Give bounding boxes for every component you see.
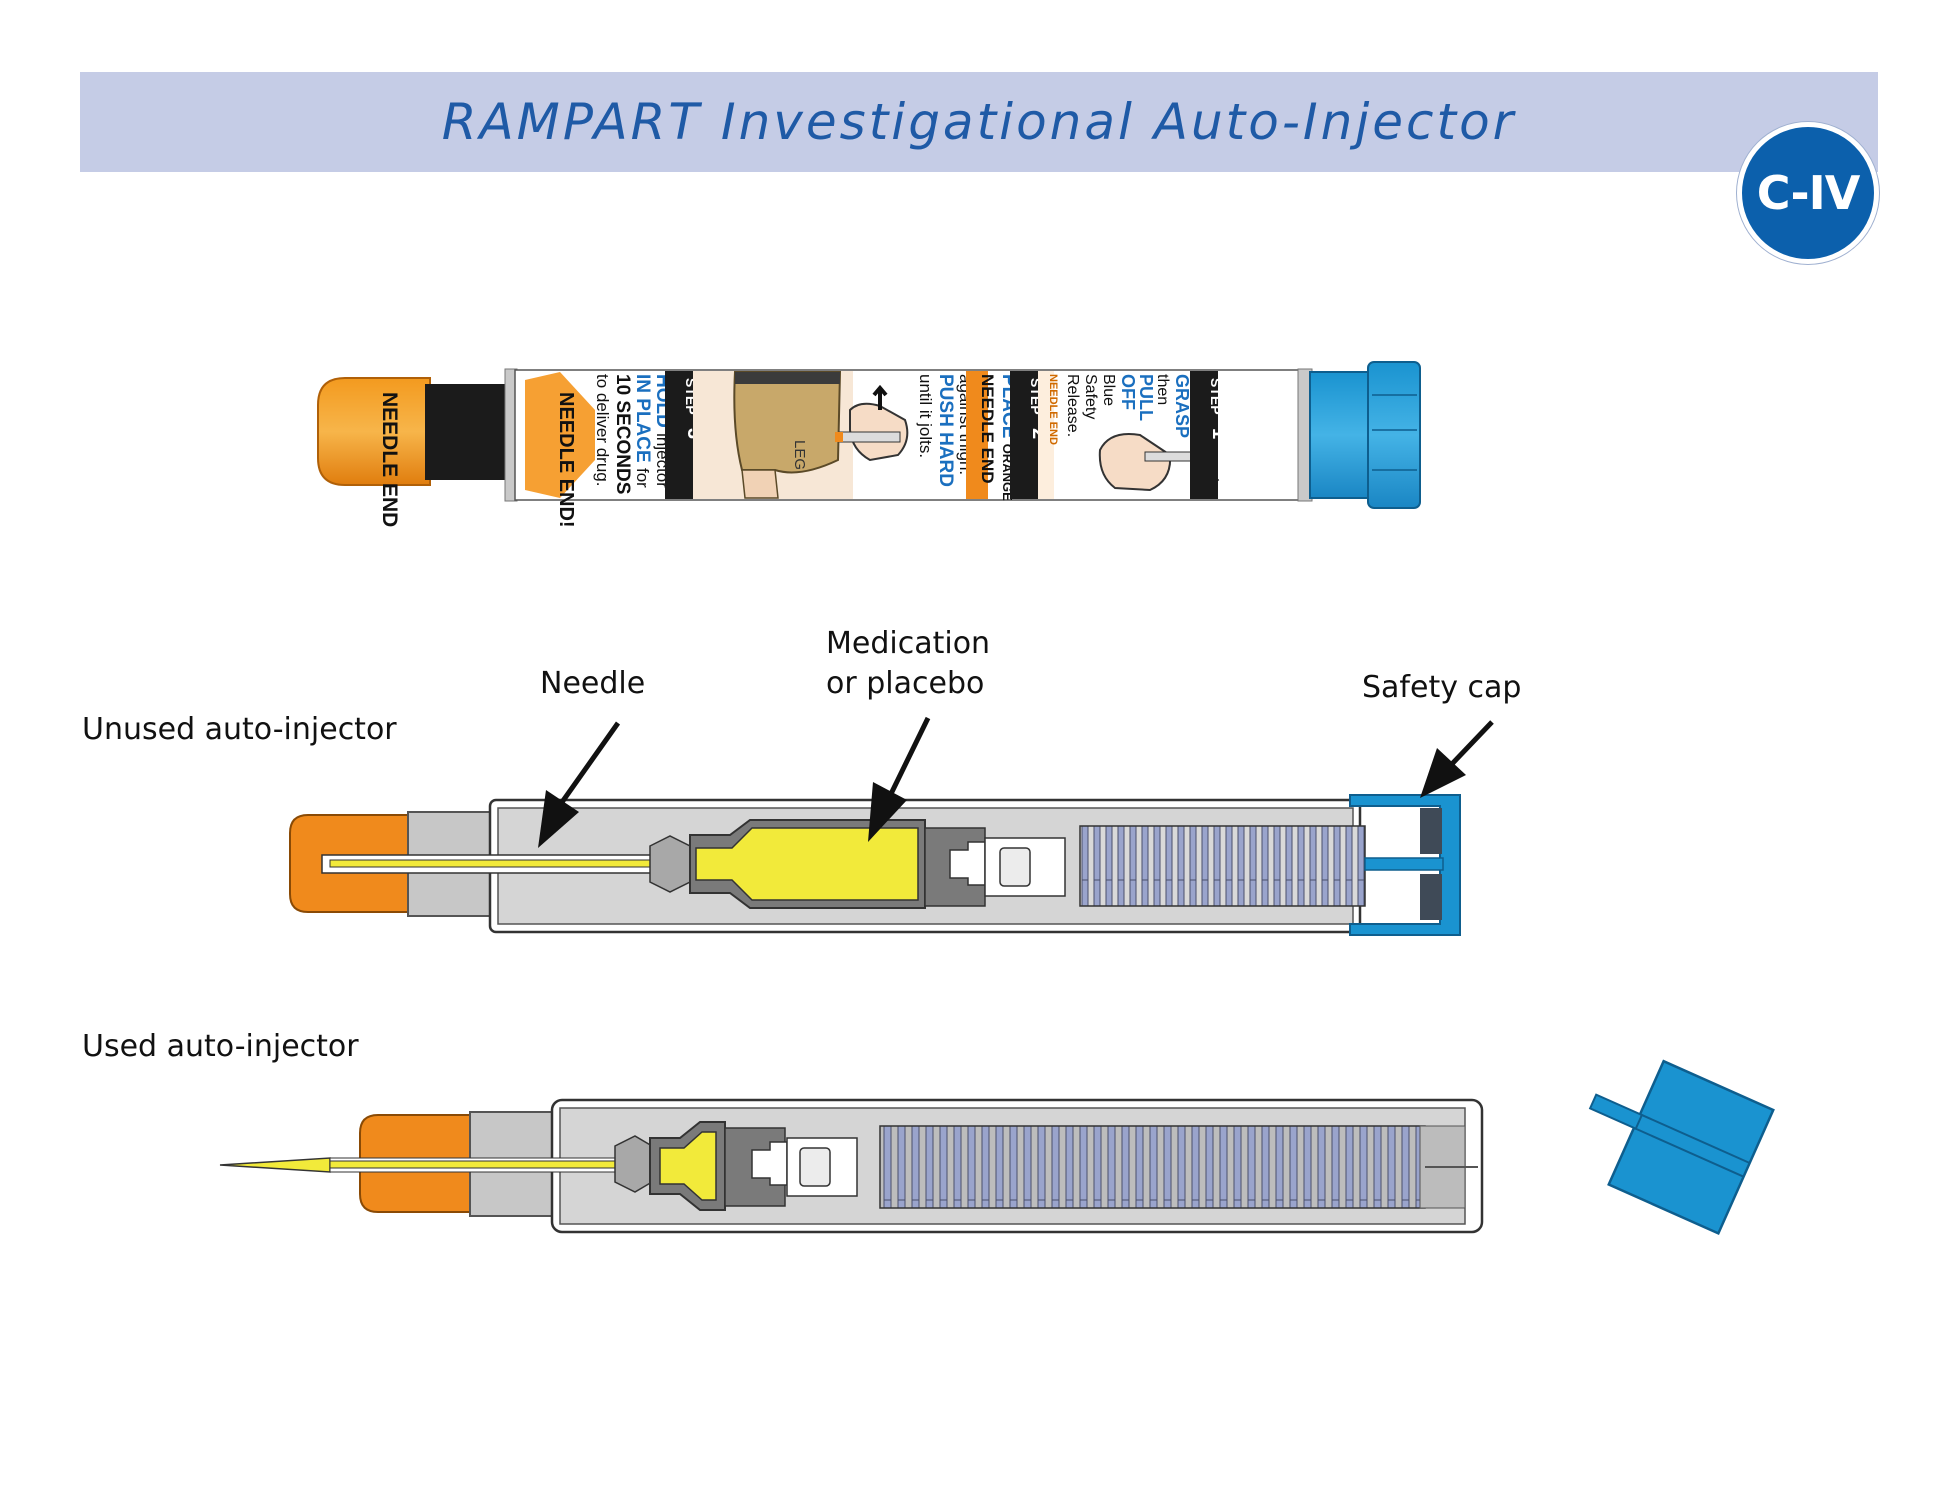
blue-safety-release (1309, 361, 1421, 509)
needle-end-warning: NEEDLE END! (555, 392, 577, 528)
auto-injector-photo: NEEDLE END NEEDLE END! to deliver drug. … (317, 361, 1421, 528)
step2-panel: until it jolts. PUSH HARD against thigh.… (916, 371, 1050, 501)
used-needle (219, 1157, 331, 1173)
needle-arrow (538, 721, 621, 848)
page-title: RAMPART Investigational Auto-Injector (441, 93, 1517, 151)
schedule-badge: C-IV (1737, 122, 1879, 264)
title-banner: RAMPART Investigational Auto-Injector (80, 72, 1878, 172)
step1-line1: GRASP (1172, 374, 1192, 438)
used-injector-label: Used auto-injector (82, 1029, 359, 1064)
needle-end-text: NEEDLE END (378, 392, 401, 527)
step1-line7: Release. (1064, 374, 1081, 437)
step3-panel: NEEDLE END! to deliver drug. 10 SECONDS … (525, 371, 705, 528)
unused-injector-label: Unused auto-injector (82, 712, 397, 747)
removed-safety-cap (1588, 1059, 1775, 1235)
step3-line4: to deliver drug. (593, 374, 612, 486)
unused-spring (1079, 825, 1366, 907)
step2-line2: NEEDLE END (978, 374, 997, 484)
step1-heading: STEP (1208, 378, 1224, 415)
unused-safety-cap (1349, 794, 1461, 936)
step1-line4: OFF (1118, 374, 1138, 410)
used-spring (879, 1125, 1426, 1209)
used-medication (659, 1131, 717, 1201)
unused-medication (695, 827, 919, 901)
medication-label-line2: or placebo (826, 666, 985, 701)
leg-illustration: LEG (693, 371, 909, 499)
step1-line5: Blue (1100, 374, 1117, 406)
step1-line6: Safety (1082, 374, 1099, 419)
step2-line5: until it jolts. (916, 374, 935, 458)
needle-label: Needle (540, 666, 646, 701)
step1-panel: NEEDLE END Release. Safety Blue OFF PULL… (1038, 371, 1230, 499)
black-band (425, 384, 507, 480)
step1-line3: PULL (1136, 374, 1156, 421)
unused-injector-cutaway (289, 794, 1461, 936)
step1-line2: then (1154, 374, 1171, 405)
safety-cap-label: Safety cap (1362, 670, 1522, 705)
safety-cap-arrow (1420, 720, 1494, 798)
step2-line4: PUSH HARD (935, 374, 956, 487)
used-injector-cutaway (219, 1098, 1484, 1234)
unused-needle (329, 859, 651, 868)
step3-line2: IN PLACE for (632, 374, 653, 488)
label-body (514, 369, 1306, 501)
medication-label-line1: Medication (826, 626, 991, 661)
step1-tag: NEEDLE END (1047, 374, 1059, 445)
step1-number: 1 (1208, 428, 1230, 439)
leg-label: LEG (791, 440, 808, 470)
medication-arrow (868, 716, 931, 842)
needle-end-cap (317, 377, 431, 486)
step3-line3: 10 SECONDS (612, 374, 633, 494)
